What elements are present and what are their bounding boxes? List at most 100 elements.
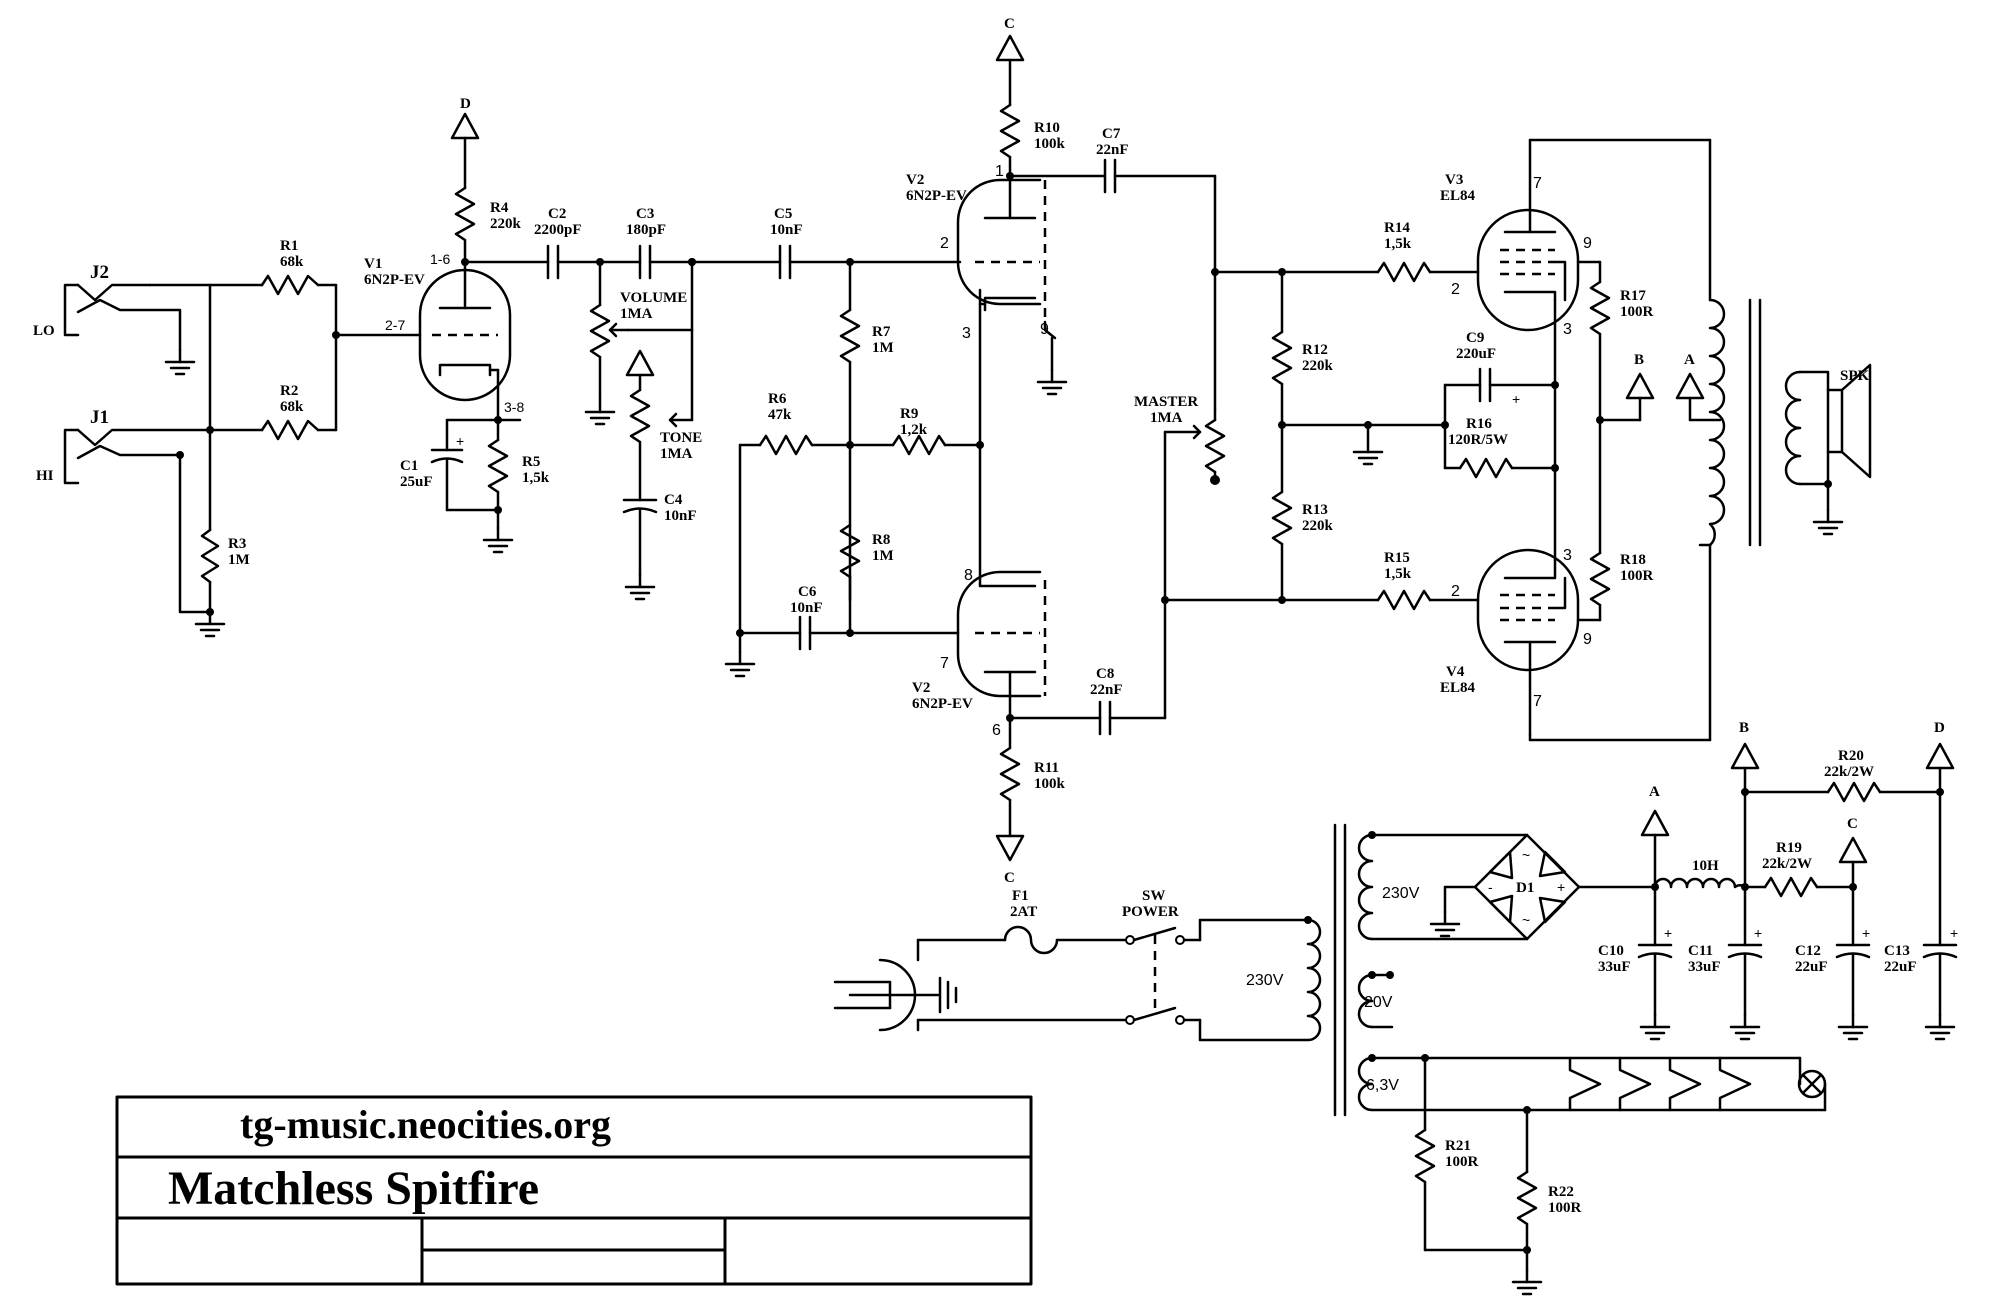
rail-a-ot: A: [1684, 352, 1695, 368]
r2-name: R2: [280, 383, 298, 399]
v1-type: 6N2P-EV: [364, 272, 425, 288]
v4-pin-screen: 9: [1583, 631, 1592, 648]
c13-plus: +: [1950, 925, 1958, 941]
r15-name: R15: [1384, 550, 1410, 566]
c1-value: 25uF: [400, 474, 433, 490]
v2a-pin-plate: 1: [995, 163, 1004, 180]
v2a-pin-cathode: 3: [962, 325, 971, 342]
rail-a-supply: A: [1649, 784, 1660, 800]
c12-name: C12: [1795, 943, 1821, 959]
r16-name: R16: [1466, 416, 1492, 432]
d1-ac-bottom: ~: [1522, 912, 1530, 928]
c5-name: C5: [774, 206, 792, 222]
v2a-pin-grid: 2: [940, 235, 949, 252]
v2b-pin-cathode: 8: [964, 567, 973, 584]
switch-name: SW: [1142, 888, 1165, 904]
title-block-title: Matchless Spitfire: [168, 1162, 539, 1215]
c1-plus: +: [456, 433, 464, 449]
c8-name: C8: [1096, 666, 1114, 682]
r11-name: R11: [1034, 760, 1059, 776]
c10-name: C10: [1598, 943, 1624, 959]
switch-value: POWER: [1122, 904, 1179, 920]
v3-pin-plate: 7: [1533, 175, 1542, 192]
v2a-type: 6N2P-EV: [906, 188, 967, 204]
v4-pin-plate: 7: [1533, 693, 1542, 710]
jack-lo-label: LO: [33, 323, 55, 339]
c3-value: 180pF: [626, 222, 666, 238]
c2-name: C2: [548, 206, 566, 222]
c4-value: 10nF: [664, 508, 697, 524]
v4-type: EL84: [1440, 680, 1476, 696]
tube-v2-upper: [956, 174, 1068, 396]
v3-name: V3: [1445, 172, 1463, 188]
c6-name: C6: [798, 584, 817, 600]
r12-value: 220k: [1302, 358, 1334, 374]
r18-value: 100R: [1620, 568, 1654, 584]
tone-value: 1MA: [660, 446, 693, 462]
c10-plus: +: [1664, 925, 1672, 941]
f1-name: F1: [1012, 888, 1029, 904]
v1-pin-plate: 1-6: [430, 251, 450, 267]
mains-plug: [833, 958, 958, 1032]
secondary-20v: 20V: [1364, 994, 1393, 1011]
jack-j2-label: J2: [90, 262, 109, 283]
c13-value: 22uF: [1884, 959, 1917, 975]
v2b-name: V2: [912, 680, 930, 696]
c12-plus: +: [1862, 925, 1870, 941]
r20-name: R20: [1838, 748, 1864, 764]
v3-pin-screen: 9: [1583, 235, 1592, 252]
c4-name: C4: [664, 492, 683, 508]
r13-name: R13: [1302, 502, 1328, 518]
c6-value: 10nF: [790, 600, 823, 616]
r22-value: 100R: [1548, 1200, 1582, 1216]
volume-value: 1MA: [620, 306, 653, 322]
r19-value: 22k/2W: [1762, 856, 1812, 872]
c7-value: 22nF: [1096, 142, 1129, 158]
r7-name: R7: [872, 324, 891, 340]
v2b-pin-grid: 7: [940, 655, 949, 672]
r7-value: 1M: [872, 340, 894, 356]
r10-name: R10: [1034, 120, 1060, 136]
r21-value: 100R: [1445, 1154, 1479, 1170]
c11-name: C11: [1688, 943, 1713, 959]
rectifier-d1: [1473, 833, 1581, 941]
speaker-label: SPK: [1840, 368, 1870, 384]
v1-pin-grid: 2-7: [385, 317, 405, 333]
v4-pin-cathode: 3: [1563, 547, 1572, 564]
volume-name: VOLUME: [620, 290, 687, 306]
r1-name: R1: [280, 238, 298, 254]
r5-value: 1,5k: [522, 470, 550, 486]
choke-label: 10H: [1692, 858, 1719, 874]
pilot-lamp: [1797, 1069, 1827, 1099]
d1-label: D1: [1516, 880, 1534, 896]
r12-name: R12: [1302, 342, 1328, 358]
heater-string: [1568, 1056, 1752, 1112]
jack-j2: [63, 283, 196, 376]
jack-j1-label: J1: [90, 407, 109, 428]
r3-value: 1M: [228, 552, 250, 568]
rail-d-top: D: [460, 96, 471, 112]
c11-plus: +: [1754, 925, 1762, 941]
c9-value: 220uF: [1456, 346, 1496, 362]
v2a-pin-heater: 9: [1040, 321, 1049, 338]
d1-minus: -: [1488, 879, 1493, 895]
title-block-website: tg-music.neocities.org: [240, 1102, 611, 1147]
r8-name: R8: [872, 532, 890, 548]
v3-pin-grid: 2: [1451, 281, 1460, 298]
c12-value: 22uF: [1795, 959, 1828, 975]
r14-name: R14: [1384, 220, 1410, 236]
input-jacks: J2 LO J1 HI R3 1M R1 68k R2 6: [33, 238, 422, 638]
v2a-name: V2: [906, 172, 924, 188]
tube-v1: [418, 268, 512, 422]
v2b-type: 6N2P-EV: [912, 696, 973, 712]
d1-plus: +: [1557, 879, 1565, 895]
f1-value: 2AT: [1010, 904, 1037, 920]
c7-name: C7: [1102, 126, 1121, 142]
r11-value: 100k: [1034, 776, 1066, 792]
r5-name: R5: [522, 454, 540, 470]
v4-name: V4: [1446, 664, 1465, 680]
v1-pin-cathode: 3-8: [504, 399, 524, 415]
r3-name: R3: [228, 536, 246, 552]
r8-value: 1M: [872, 548, 894, 564]
